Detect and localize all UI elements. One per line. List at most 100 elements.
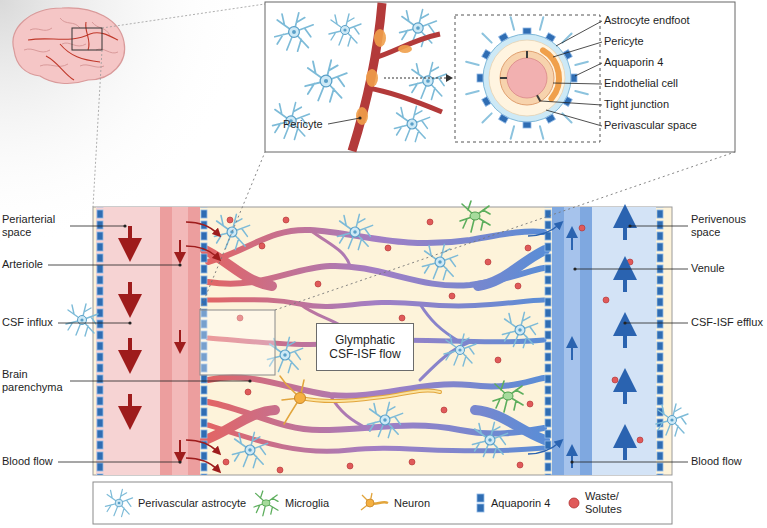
zoom-region — [200, 310, 275, 375]
microglia-cell — [460, 201, 523, 412]
astrocyte-cell — [367, 402, 402, 437]
leader-dot — [128, 321, 131, 324]
main-panel — [172, 207, 188, 475]
inset-panel — [366, 69, 378, 87]
vessel-cross-section — [523, 122, 531, 128]
flow-arrow — [528, 224, 560, 236]
vessel-cross-section — [575, 91, 588, 94]
flow-arrow — [528, 442, 560, 454]
brain-icon — [72, 28, 102, 50]
astrocyte-cell — [502, 312, 537, 347]
flow-arrow — [179, 440, 181, 458]
callout-label: Venule — [691, 262, 765, 275]
waste-solute — [409, 459, 415, 465]
waste-solute — [485, 259, 491, 265]
callout-label: Periarterial space — [2, 213, 72, 239]
flow-arrow — [128, 282, 132, 306]
capillary-network — [420, 304, 460, 342]
callout-label: Pericyte — [604, 35, 734, 48]
inset-panel — [358, 116, 361, 119]
vessel-cross-section — [466, 62, 479, 65]
main-leader-line — [70, 381, 250, 382]
main-panel — [93, 207, 672, 475]
inset-panel — [329, 14, 361, 46]
callout-label: CSF influx — [2, 316, 72, 329]
astrocyte-cell — [232, 432, 267, 467]
main-leader-line — [48, 265, 180, 266]
inset-panel — [368, 88, 442, 112]
capillary-network — [208, 377, 544, 396]
vessel-cross-section — [466, 91, 479, 94]
vessel-cross-section — [482, 113, 491, 122]
box-text-group: Glymphatic CSF-ISF flow — [321, 333, 409, 361]
flow-arrow — [179, 330, 181, 348]
leader-dot — [570, 460, 573, 463]
vessel-cross-section — [483, 34, 571, 122]
callout-label: Endothelial cell — [604, 77, 734, 90]
inset-leader-line — [546, 110, 602, 126]
leader-dot — [573, 267, 576, 270]
vessel-cross-section — [482, 33, 491, 42]
vessel-cross-section — [526, 51, 528, 58]
legend-text: Neuron — [394, 497, 454, 510]
main-leader-line — [625, 323, 688, 324]
legend-icon — [477, 494, 484, 502]
leader-dot — [123, 224, 126, 227]
leader-dot — [178, 263, 181, 266]
inset-panel — [410, 63, 447, 100]
main-panel — [564, 207, 580, 475]
aquaporin-column — [544, 207, 552, 475]
flow-arrow — [130, 216, 625, 470]
vessel-cross-section — [511, 126, 514, 139]
vessel-cross-section — [546, 33, 556, 42]
astrocyte-cell — [444, 334, 476, 366]
astrocyte-cell — [66, 214, 688, 467]
callout-label: Astrocyte endfoot — [604, 14, 734, 27]
waste-solute — [627, 259, 633, 265]
main-leader-line — [630, 226, 688, 227]
vessel-cross-section — [482, 50, 491, 60]
inset-panel — [275, 13, 313, 51]
flow-arrow — [623, 324, 627, 348]
legend-text: Aquaporin 4 — [491, 497, 561, 510]
vessel-cross-section — [511, 17, 514, 30]
inset-leader-line — [556, 21, 602, 46]
main-leader-line — [58, 462, 180, 463]
vessel-cross-section — [523, 28, 531, 34]
astrocyte-cell — [472, 422, 507, 457]
flow-arrow — [186, 222, 218, 234]
callout-label: Perivenous space — [691, 213, 765, 239]
legend-text: Perivascular astrocyte — [138, 497, 248, 510]
inset-leader-line — [575, 63, 602, 76]
waste-solute — [525, 245, 531, 251]
vessel-cross-section — [466, 17, 588, 139]
waste-solute — [277, 467, 283, 473]
waste-solute — [637, 437, 643, 443]
waste-solute — [223, 217, 643, 473]
waste-solute — [223, 459, 229, 465]
main-panel — [93, 207, 672, 475]
main-panel — [96, 207, 104, 475]
flow-box: Glymphatic CSF-ISF flow — [316, 323, 414, 371]
waste-solute — [579, 225, 585, 231]
vessel-cross-section — [499, 114, 509, 123]
vessel-cross-section — [482, 97, 491, 107]
waste-solute — [245, 389, 251, 395]
legend-box — [93, 482, 672, 524]
waste-solute — [427, 219, 433, 225]
neuron-cell — [300, 391, 440, 402]
flow-arrow — [623, 268, 627, 292]
microglia-cell — [493, 381, 523, 412]
vessel-cross-section — [500, 51, 554, 105]
vessel-cross-section — [477, 74, 483, 82]
inset-leader-line — [553, 42, 602, 57]
vessel-cross-section — [507, 58, 547, 98]
vessel-cross-section — [563, 50, 572, 60]
main-leader-line — [575, 269, 688, 270]
astrocyte-cell — [422, 244, 457, 279]
callout-label: Brain parenchyma — [2, 368, 72, 394]
leader-dot — [178, 460, 181, 463]
legend-box — [93, 482, 672, 524]
inset-panel — [356, 107, 368, 125]
